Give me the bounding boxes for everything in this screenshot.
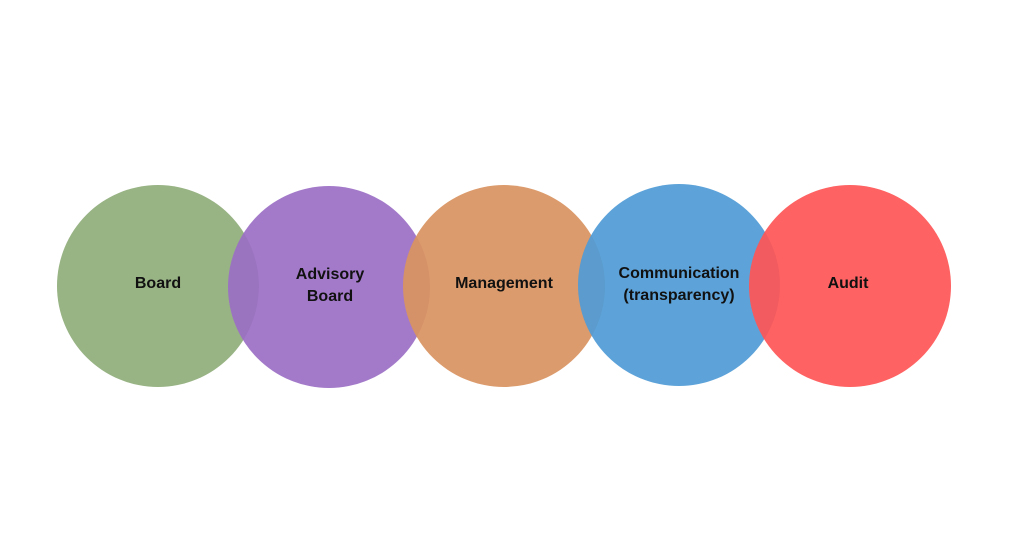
- label-management-line-1: Management: [455, 275, 553, 292]
- label-board: Board: [98, 262, 218, 306]
- circle-advisory-board: [228, 186, 430, 388]
- label-advisory-board-line-1: Advisory: [295, 266, 365, 283]
- label-advisory-board-line-2: Board: [306, 288, 354, 305]
- label-communication-line-2: (transparency): [623, 287, 735, 304]
- label-management: Management: [434, 262, 574, 306]
- circle-management: [403, 185, 605, 387]
- label-audit: Audit: [788, 262, 908, 306]
- label-board-line-1: Board: [134, 275, 182, 292]
- label-advisory-board: Advisory Board: [270, 264, 390, 308]
- circle-communication: [578, 184, 780, 386]
- label-communication: Communication (transparency): [599, 263, 759, 307]
- label-audit-line-1: Audit: [827, 275, 869, 292]
- circle-board: [57, 185, 259, 387]
- circle-audit: [749, 185, 951, 387]
- label-communication-line-1: Communication: [618, 265, 740, 282]
